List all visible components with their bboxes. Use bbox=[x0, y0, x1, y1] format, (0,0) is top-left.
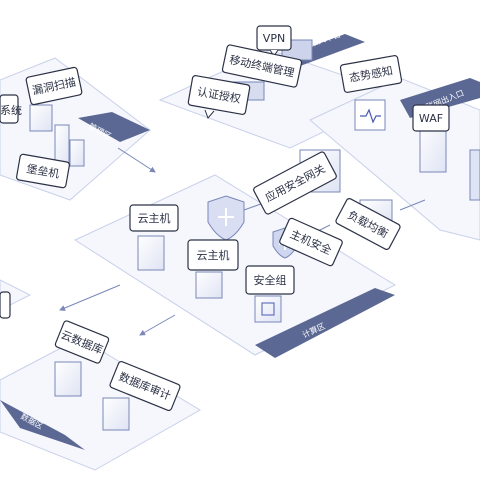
arrow-compute-to-data bbox=[139, 314, 176, 336]
node-cloud-host-1[interactable]: 云主机 bbox=[129, 204, 179, 271]
pulse-icon bbox=[360, 108, 381, 124]
node-vuln-scan[interactable]: 漏洞扫描 bbox=[25, 66, 83, 132]
node-app-gateway[interactable]: 应用安全网关 bbox=[253, 149, 341, 215]
node-load-balance[interactable]: 负载均衡 bbox=[335, 198, 401, 251]
line-to-internet bbox=[399, 199, 426, 211]
node-label-cloud-host-2: 云主机 bbox=[197, 248, 230, 262]
arrow-mgmt-to-compute bbox=[117, 147, 156, 173]
node-vpn[interactable]: VPN bbox=[256, 25, 313, 61]
arrow-compute-to-left bbox=[59, 284, 121, 311]
node-cloud-host-2[interactable]: 云主机 bbox=[187, 239, 239, 299]
node-truncated-left bbox=[0, 291, 11, 319]
node-auth[interactable]: 认证授权 bbox=[187, 75, 251, 119]
node-label-vpn: VPN bbox=[263, 32, 285, 45]
node-database[interactable]: 云数据库 bbox=[54, 320, 110, 397]
node-label-bastion: 堡垒机 bbox=[26, 161, 61, 181]
truncated-device bbox=[469, 149, 480, 201]
node-bastion[interactable]: 堡垒机 bbox=[15, 124, 85, 189]
node-label-cloud-host-1: 云主机 bbox=[138, 211, 171, 225]
shield-icon-center bbox=[207, 195, 245, 241]
node-security-group[interactable]: 安全组 bbox=[245, 265, 295, 323]
node-label-xitong: 系统 bbox=[0, 104, 22, 117]
node-host-security[interactable]: 主机安全 bbox=[272, 217, 343, 267]
node-situation[interactable]: 态势感知 bbox=[339, 55, 403, 131]
node-xitong[interactable]: 系统 bbox=[0, 94, 22, 124]
node-label-waf: WAF bbox=[419, 112, 443, 125]
node-label-security-group: 安全组 bbox=[254, 273, 287, 287]
node-waf[interactable]: WAF bbox=[412, 104, 480, 201]
